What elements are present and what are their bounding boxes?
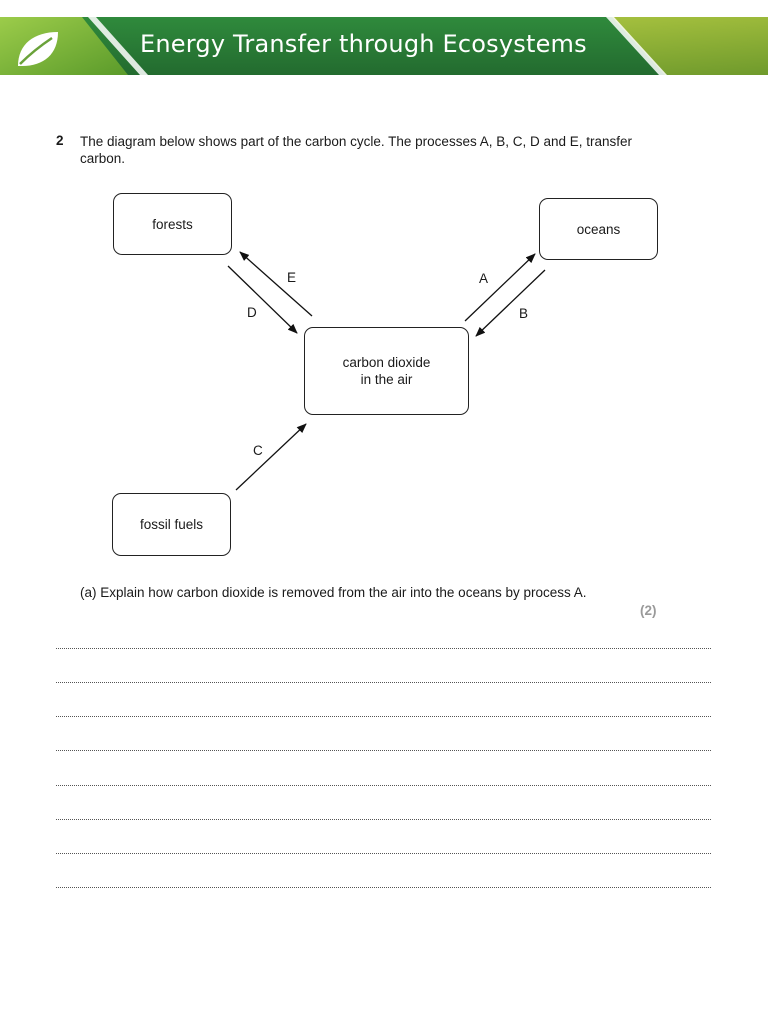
- answer-line[interactable]: [56, 887, 711, 888]
- air-label: carbon dioxide in the air: [343, 354, 431, 388]
- answer-line[interactable]: [56, 750, 711, 751]
- answer-line[interactable]: [56, 682, 711, 683]
- arrow-c: [236, 424, 306, 490]
- process-e-label: E: [287, 270, 296, 285]
- forests-box: forests: [113, 193, 232, 255]
- forests-label: forests: [152, 216, 193, 233]
- answer-line[interactable]: [56, 853, 711, 854]
- answer-line[interactable]: [56, 819, 711, 820]
- process-c-label: C: [253, 443, 263, 458]
- oceans-box: oceans: [539, 198, 658, 260]
- answer-line[interactable]: [56, 785, 711, 786]
- answer-line[interactable]: [56, 716, 711, 717]
- process-b-label: B: [519, 306, 528, 321]
- fossil-fuels-label: fossil fuels: [140, 516, 203, 533]
- part-a-marks: (2): [640, 603, 657, 618]
- oceans-label: oceans: [577, 221, 621, 238]
- part-a-question: (a) Explain how carbon dioxide is remove…: [80, 585, 587, 600]
- process-d-label: D: [247, 305, 257, 320]
- fossil-fuels-box: fossil fuels: [112, 493, 231, 556]
- answer-line[interactable]: [56, 648, 711, 649]
- air-box: carbon dioxide in the air: [304, 327, 469, 415]
- process-a-label: A: [479, 271, 488, 286]
